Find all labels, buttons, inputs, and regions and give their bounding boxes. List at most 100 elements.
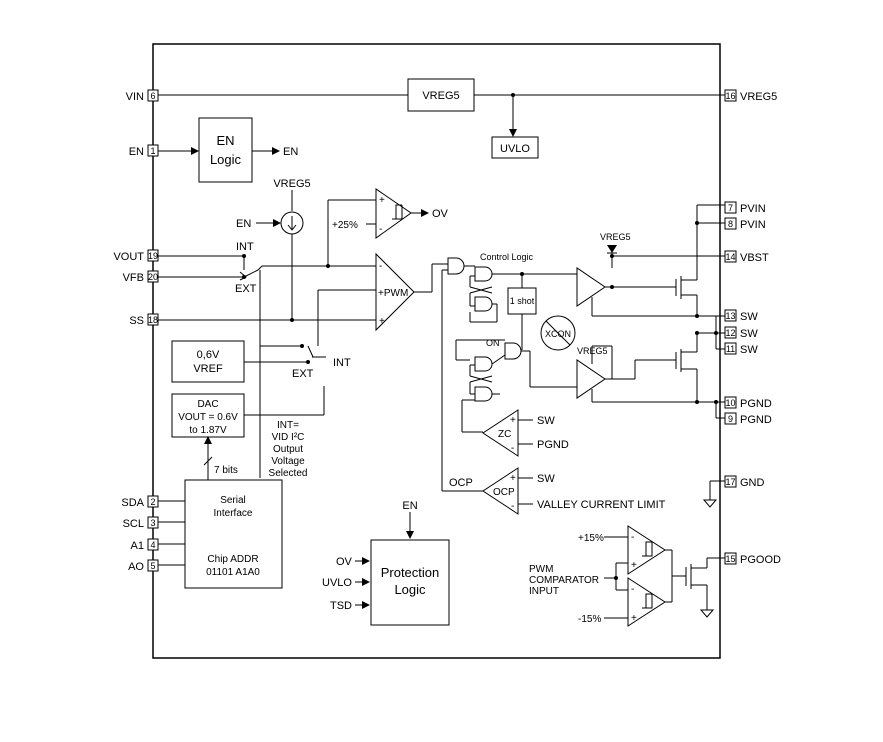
svg-text:+: + xyxy=(510,415,516,426)
one-shot-label: 1 shot xyxy=(510,296,535,306)
svg-text:-: - xyxy=(379,261,382,272)
svg-text:+: + xyxy=(379,195,385,206)
uvlo-block xyxy=(491,136,539,159)
dac-label-1: DAC xyxy=(197,399,218,410)
pin-num-sw-13: 13 xyxy=(725,311,735,321)
plus25-label: +25% xyxy=(332,220,358,231)
gnd-ground-icon xyxy=(702,499,718,508)
serial-label-3: Chip ADDR xyxy=(207,554,258,565)
en-source-label: EN xyxy=(236,218,251,230)
pin-label-pvin-7: PVIN xyxy=(740,203,766,215)
left-pins: 6 VIN 1 EN 19 VOUT 20 VFB 18 SS 2 SDA 3 … xyxy=(113,89,408,573)
pwm-comparator xyxy=(375,252,415,332)
pwm-comp-label-3: INPUT xyxy=(529,586,559,597)
pin-label-sw-13: SW xyxy=(740,311,758,323)
xcon-label: XCON xyxy=(545,329,571,339)
pin-num-vin: 6 xyxy=(150,91,155,101)
svg-text:-: - xyxy=(511,501,514,512)
en-logic-label-1: EN xyxy=(216,133,234,148)
ov-output-label: OV xyxy=(432,208,449,220)
uvlo-block-label: UVLO xyxy=(500,143,530,155)
right-pins: 16 VREG5 7 PVIN 8 PVIN 14 VBST 13 SW 12 … xyxy=(724,89,781,566)
int-upper-label: INT xyxy=(236,241,254,253)
int-note-4: Voltage xyxy=(271,456,305,467)
pgood-ground-icon xyxy=(699,609,715,618)
latch-upper-a xyxy=(474,266,493,282)
svg-text:-: - xyxy=(511,443,514,454)
one-shot-block xyxy=(507,287,537,315)
en-logic-block xyxy=(198,117,253,183)
svg-text:-: - xyxy=(631,584,634,595)
zc-sw-label: SW xyxy=(537,415,555,427)
low-side-mosfet xyxy=(675,331,725,404)
pin-label-en: EN xyxy=(129,146,144,158)
pin-num-vreg5: 16 xyxy=(725,91,735,101)
dac-label-2: VOUT = 0.6V xyxy=(178,412,238,423)
vreg5-block xyxy=(407,78,475,112)
pwm-comp-label-1: PWM xyxy=(529,564,553,575)
pin-label-ao: AO xyxy=(128,561,144,573)
pin-label-vfb: VFB xyxy=(123,272,144,284)
zc-comparator xyxy=(482,409,519,457)
pin-num-sw-12: 12 xyxy=(725,328,735,338)
pin-label-sw-12: SW xyxy=(740,328,758,340)
pin-num-pgnd-9: 9 xyxy=(728,414,733,424)
ocp-label: OCP xyxy=(493,487,515,498)
svg-text:+: + xyxy=(510,473,516,484)
pin-label-pvin-8: PVIN xyxy=(740,219,766,231)
pin-label-vin: VIN xyxy=(126,91,144,103)
pin-num-scl: 3 xyxy=(150,518,155,528)
int-note-5: Selected xyxy=(269,468,308,479)
prot-uvlo-label: UVLO xyxy=(322,577,352,589)
pin-num-en: 1 xyxy=(150,146,155,156)
plus15-label: +15% xyxy=(578,533,604,544)
prot-tsd-label: TSD xyxy=(330,600,352,612)
low-side-driver xyxy=(576,359,606,399)
pin-num-pgood: 15 xyxy=(725,554,735,564)
latch-lower-a xyxy=(474,356,493,372)
valley-label: VALLEY CURRENT LIMIT xyxy=(537,499,666,511)
pin-label-sw-11: SW xyxy=(740,344,758,356)
pin-label-gnd: GND xyxy=(740,477,765,489)
pin-num-pvin-7: 7 xyxy=(728,203,733,213)
ocp-sw-label: SW xyxy=(537,473,555,485)
ov-comparator xyxy=(375,188,412,239)
protection-label-2: Logic xyxy=(394,582,426,597)
pin-label-vreg5: VREG5 xyxy=(740,91,777,103)
serial-interface-block xyxy=(184,479,283,589)
serial-label-2: Interface xyxy=(214,508,253,519)
pin-label-vbst: VBST xyxy=(740,252,769,264)
pin-num-sw-11: 11 xyxy=(726,344,735,354)
latch-upper-b xyxy=(474,296,493,312)
vref-block xyxy=(171,340,245,383)
svg-text:-: - xyxy=(379,224,382,235)
high-side-mosfet xyxy=(675,204,725,318)
pin-label-pgnd-10: PGND xyxy=(740,398,772,410)
vreg5-bst-label: VREG5 xyxy=(600,232,631,242)
ext-upper-label: EXT xyxy=(235,283,257,295)
vref-label-2: VREF xyxy=(193,363,223,375)
serial-label-1: Serial xyxy=(220,495,246,506)
pin-label-scl: SCL xyxy=(123,518,144,530)
and-gate-1 xyxy=(447,257,465,275)
ocp-comparator xyxy=(482,467,519,515)
pin-label-ss: SS xyxy=(129,315,144,327)
svg-text:+: + xyxy=(631,613,637,624)
high-side-driver xyxy=(576,267,606,307)
ocp-left-label: OCP xyxy=(449,477,473,489)
control-logic-label: Control Logic xyxy=(480,252,534,262)
svg-text:+: + xyxy=(631,560,637,571)
pwm-label: +PWM xyxy=(378,288,408,299)
pgood-mosfet xyxy=(685,557,725,610)
pin-num-sda: 2 xyxy=(150,497,155,507)
protection-label-1: Protection xyxy=(381,565,440,580)
pin-label-a1: A1 xyxy=(131,540,144,552)
vreg5-block-label: VREG5 xyxy=(422,90,459,102)
latch-lower-b xyxy=(474,386,493,402)
prot-en-label: EN xyxy=(402,500,417,512)
dac-label-3: to 1.87V xyxy=(189,425,227,436)
int-lower-label: INT xyxy=(333,357,351,369)
pin-num-a1: 4 xyxy=(150,540,155,550)
pin-label-pgnd-9: PGND xyxy=(740,414,772,426)
